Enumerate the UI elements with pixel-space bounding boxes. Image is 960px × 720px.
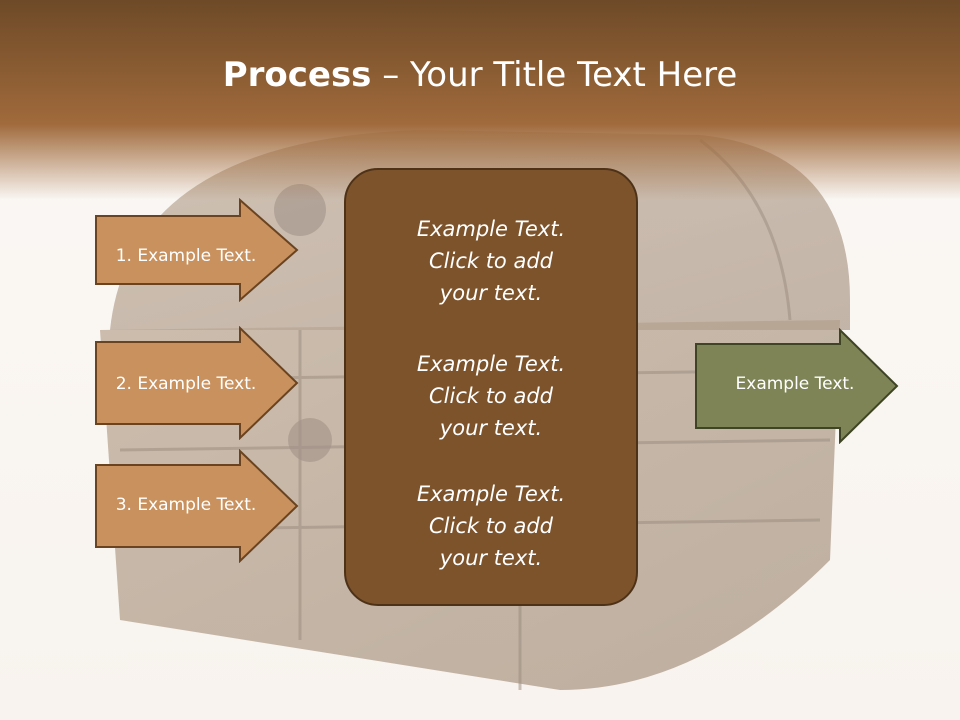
center-text-box[interactable]: Example Text. Click to add your text. Ex… <box>344 168 638 606</box>
step-arrow-2[interactable] <box>94 326 300 440</box>
result-label: Example Text. <box>735 374 855 394</box>
center-block-3-line3: your text. <box>439 546 543 570</box>
center-block-1-line3: your text. <box>439 281 543 305</box>
step-label-1: 1. Example Text. <box>115 246 257 266</box>
center-block-2-line1: Example Text. <box>416 352 566 376</box>
center-block-2-line2: Click to add <box>428 384 553 408</box>
center-block-3: Example Text. Click to add your text. <box>346 478 636 574</box>
result-arrow[interactable] <box>694 328 900 444</box>
step-arrow-1[interactable] <box>94 198 300 302</box>
step-label-3: 3. Example Text. <box>115 495 257 515</box>
center-block-1-line2: Click to add <box>428 249 553 273</box>
step-arrow-3[interactable] <box>94 449 300 563</box>
title-bar <box>0 0 960 200</box>
slide-title: Process – Your Title Text Here <box>0 52 960 98</box>
center-block-1-line1: Example Text. <box>416 217 566 241</box>
title-bold: Process <box>222 55 372 95</box>
center-block-1: Example Text. Click to add your text. <box>346 213 636 309</box>
step-label-2: 2. Example Text. <box>115 374 257 394</box>
title-rest: – Your Title Text Here <box>371 55 738 95</box>
center-block-3-line1: Example Text. <box>416 482 566 506</box>
center-block-3-line2: Click to add <box>428 514 553 538</box>
center-block-2-line3: your text. <box>439 416 543 440</box>
center-block-2: Example Text. Click to add your text. <box>346 348 636 444</box>
